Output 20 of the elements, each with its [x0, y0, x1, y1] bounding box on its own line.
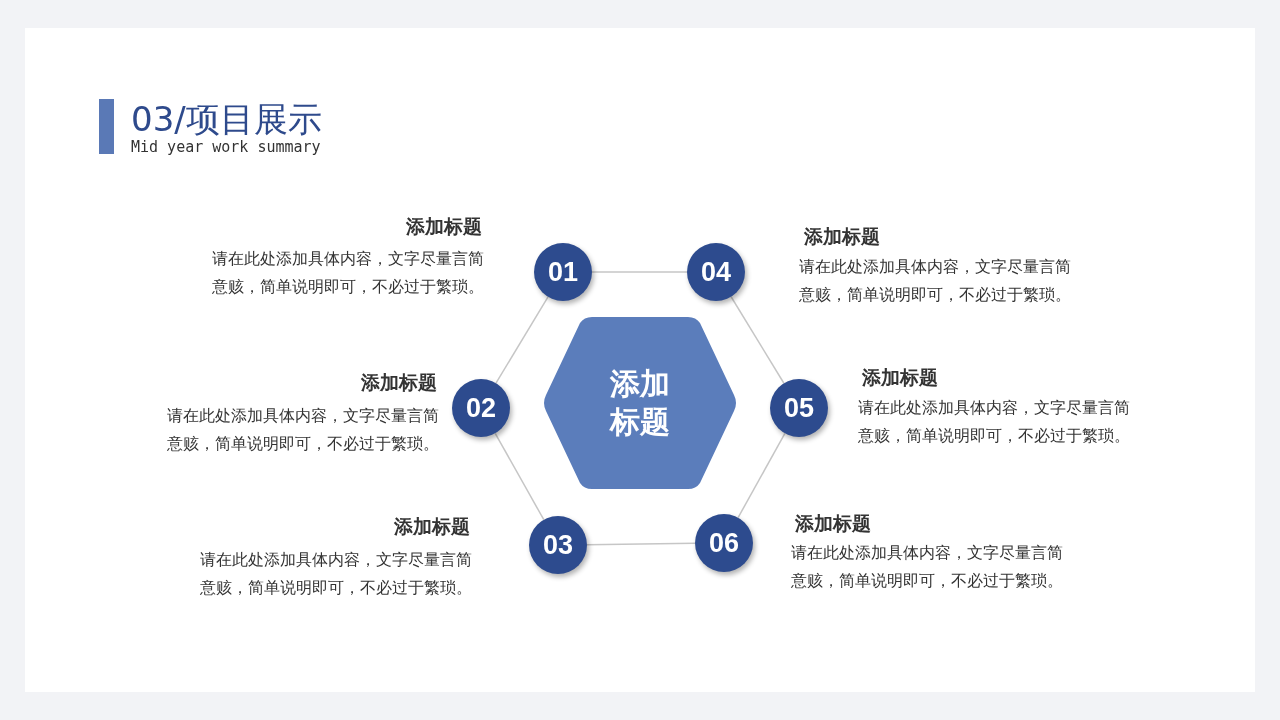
- connector-line: [494, 432, 545, 521]
- connector-line: [495, 296, 549, 384]
- item-heading: 添加标题: [795, 511, 871, 536]
- connector-line: [586, 542, 696, 546]
- item-description: 请在此处添加具体内容，文字尽量言简意赅，简单说明即可，不必过于繁琐。: [212, 249, 485, 298]
- item-heading: 添加标题: [361, 370, 437, 395]
- item-heading: 添加标题: [406, 214, 482, 239]
- item-description: 请在此处添加具体内容，文字尽量言简意赅，简单说明即可，不必过于繁琐。: [791, 543, 1064, 592]
- connector-line: [730, 296, 785, 384]
- item-description: 请在此处添加具体内容，文字尽量言简意赅，简单说明即可，不必过于繁琐。: [200, 550, 473, 599]
- title: 03/项目展示: [131, 98, 322, 140]
- item-heading: 添加标题: [804, 224, 880, 249]
- connector-line: [591, 271, 688, 273]
- connector-line: [737, 432, 786, 519]
- item-heading: 添加标题: [862, 365, 938, 390]
- subtitle: Mid year work summary: [131, 138, 321, 156]
- item-description: 请在此处添加具体内容，文字尽量言简意赅，简单说明即可，不必过于繁琐。: [858, 398, 1131, 447]
- item-description: 请在此处添加具体内容，文字尽量言简意赅，简单说明即可，不必过于繁琐。: [799, 257, 1072, 306]
- item-heading: 添加标题: [394, 514, 470, 539]
- item-description: 请在此处添加具体内容，文字尽量言简意赅，简单说明即可，不必过于繁琐。: [167, 406, 440, 455]
